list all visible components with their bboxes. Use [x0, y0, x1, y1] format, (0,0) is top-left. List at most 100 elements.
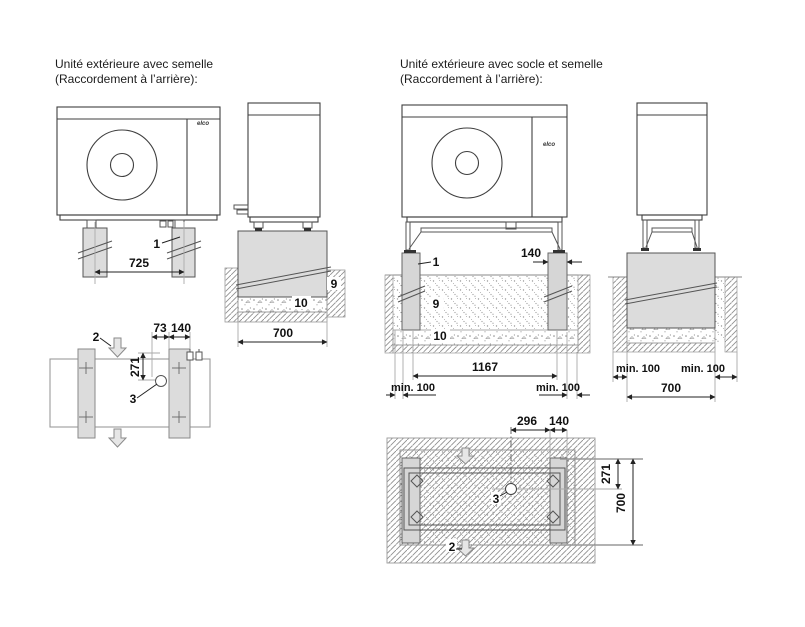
right-side-view: min. 100 min. 100 700 — [608, 102, 742, 402]
drain-hole — [155, 375, 167, 387]
drain-pipe — [624, 286, 718, 305]
dim-1167-label: 1167 — [472, 360, 498, 374]
base-rail — [406, 216, 563, 223]
dim-700-label: 700 — [661, 381, 681, 395]
unit-body — [401, 104, 568, 218]
rear-connection-stubs — [186, 349, 203, 361]
callout-1: 1 — [417, 255, 440, 269]
dimension-700: 700 — [626, 381, 716, 400]
right-front-view: elco 1 140 — [384, 104, 591, 399]
footing-strip-left — [77, 348, 96, 439]
left-top-view: 73 140 271 3 2 — [49, 321, 211, 448]
corner-gusset — [410, 510, 424, 524]
callout-1-label: 1 — [153, 237, 160, 251]
brand-logo: elco — [197, 121, 209, 127]
callout-1: 1 — [153, 236, 181, 251]
dimension-min100-right: min. 100 — [681, 343, 738, 402]
footing-right — [166, 227, 202, 278]
fan-grille — [86, 129, 158, 201]
left-title-line2: (Raccordement à l’arrière): — [55, 72, 198, 86]
dimension-700: 700 — [614, 458, 636, 546]
unit-body — [56, 106, 221, 216]
ground-hatch-right — [577, 274, 591, 354]
dim-700-label: 700 — [273, 326, 293, 340]
drain-hole — [505, 483, 517, 495]
pit-backfill — [399, 449, 576, 546]
dimension-1167: 1167 — [412, 332, 558, 380]
dim-min100-left-label: min. 100 — [391, 382, 435, 394]
fan-grille — [431, 127, 503, 199]
right-top-view: 3 2 296 140 271 — [386, 414, 643, 564]
gravel-bed — [626, 327, 716, 344]
dim-73-label: 73 — [153, 321, 167, 335]
fan-hub — [454, 150, 480, 176]
gravel-bed — [237, 296, 328, 313]
callout-2-label: 2 — [93, 330, 100, 344]
gravel-bed — [392, 329, 579, 346]
mounting-stand — [404, 221, 565, 253]
ground-hatch-left — [384, 274, 394, 354]
corner-gusset — [410, 474, 424, 488]
dimension-271: 271 — [128, 352, 160, 381]
dimension-296-140: 296 140 — [510, 414, 569, 458]
dim-296-label: 296 — [517, 414, 537, 428]
left-front-view: elco 1 — [56, 106, 221, 284]
rear-pipe-stub — [233, 204, 249, 210]
corner-gusset — [546, 474, 560, 488]
dimension-min100-left: min. 100 — [386, 330, 436, 399]
drain-pipe — [235, 270, 332, 290]
dim-271-label: 271 — [599, 464, 613, 484]
callout-10-label: 10 — [294, 296, 308, 310]
unit-body-side — [247, 102, 321, 218]
anchor-crosses — [79, 362, 186, 423]
airflow-arrow-bottom — [455, 539, 476, 557]
dim-271-label: 271 — [128, 357, 142, 377]
left-diagram-title: Unité extérieure avec semelle (Raccordem… — [55, 57, 213, 87]
dimension-140: 140 — [521, 246, 582, 265]
rear-connection-stub — [159, 220, 167, 228]
dim-min100-right-label: min. 100 — [681, 363, 725, 375]
right-diagram-title: Unité extérieure avec socle et semelle (… — [400, 57, 603, 87]
callout-3-label: 3 — [130, 392, 137, 406]
dim-725-label: 725 — [129, 256, 149, 270]
concrete-footing — [237, 230, 328, 298]
callout-10-label: 10 — [433, 329, 447, 343]
dim-min100-left-label: min. 100 — [616, 363, 660, 375]
ground-hatch-left — [224, 267, 239, 323]
base-rail — [59, 214, 218, 221]
base-rail — [641, 214, 703, 221]
dim-700-label: 700 — [614, 493, 628, 513]
right-title-line1: Unité extérieure avec socle et semelle — [400, 57, 603, 71]
backfill-earth — [393, 275, 578, 330]
dimension-271: 271 — [599, 458, 621, 490]
left-title-line1: Unité extérieure avec semelle — [55, 57, 214, 71]
callout-9-label: 9 — [433, 297, 440, 311]
dim-140-label: 140 — [171, 321, 191, 335]
rear-connection-stub — [167, 220, 174, 228]
corner-gusset — [546, 510, 560, 524]
right-title-line2: (Raccordement à l’arrière): — [400, 72, 543, 86]
dimension-min100-right: min. 100 — [536, 332, 590, 399]
left-side-view: 9 10 700 — [224, 102, 346, 347]
callout-2-label: 2 — [449, 540, 456, 554]
unit-body-side — [636, 102, 708, 216]
callout-9-label: 9 — [331, 277, 338, 291]
dim-min100-right-label: min. 100 — [536, 382, 580, 394]
dimension-700: 700 — [237, 317, 328, 347]
airflow-arrow-top — [107, 337, 128, 358]
mounting-stand-side — [641, 219, 701, 251]
fan-hub — [109, 152, 135, 178]
drain-stub — [505, 221, 517, 230]
rear-pipe-stub — [236, 209, 249, 215]
backfill-earth — [715, 277, 725, 343]
base-rail — [249, 216, 319, 223]
airflow-arrow-top — [455, 447, 476, 465]
stand-frame — [403, 467, 566, 531]
dim-140-label: 140 — [521, 246, 541, 260]
callout-1-label: 1 — [433, 255, 440, 269]
callout-2: 2 — [446, 539, 462, 554]
concrete-footing — [626, 252, 716, 329]
dimension-725: 725 — [94, 222, 185, 284]
